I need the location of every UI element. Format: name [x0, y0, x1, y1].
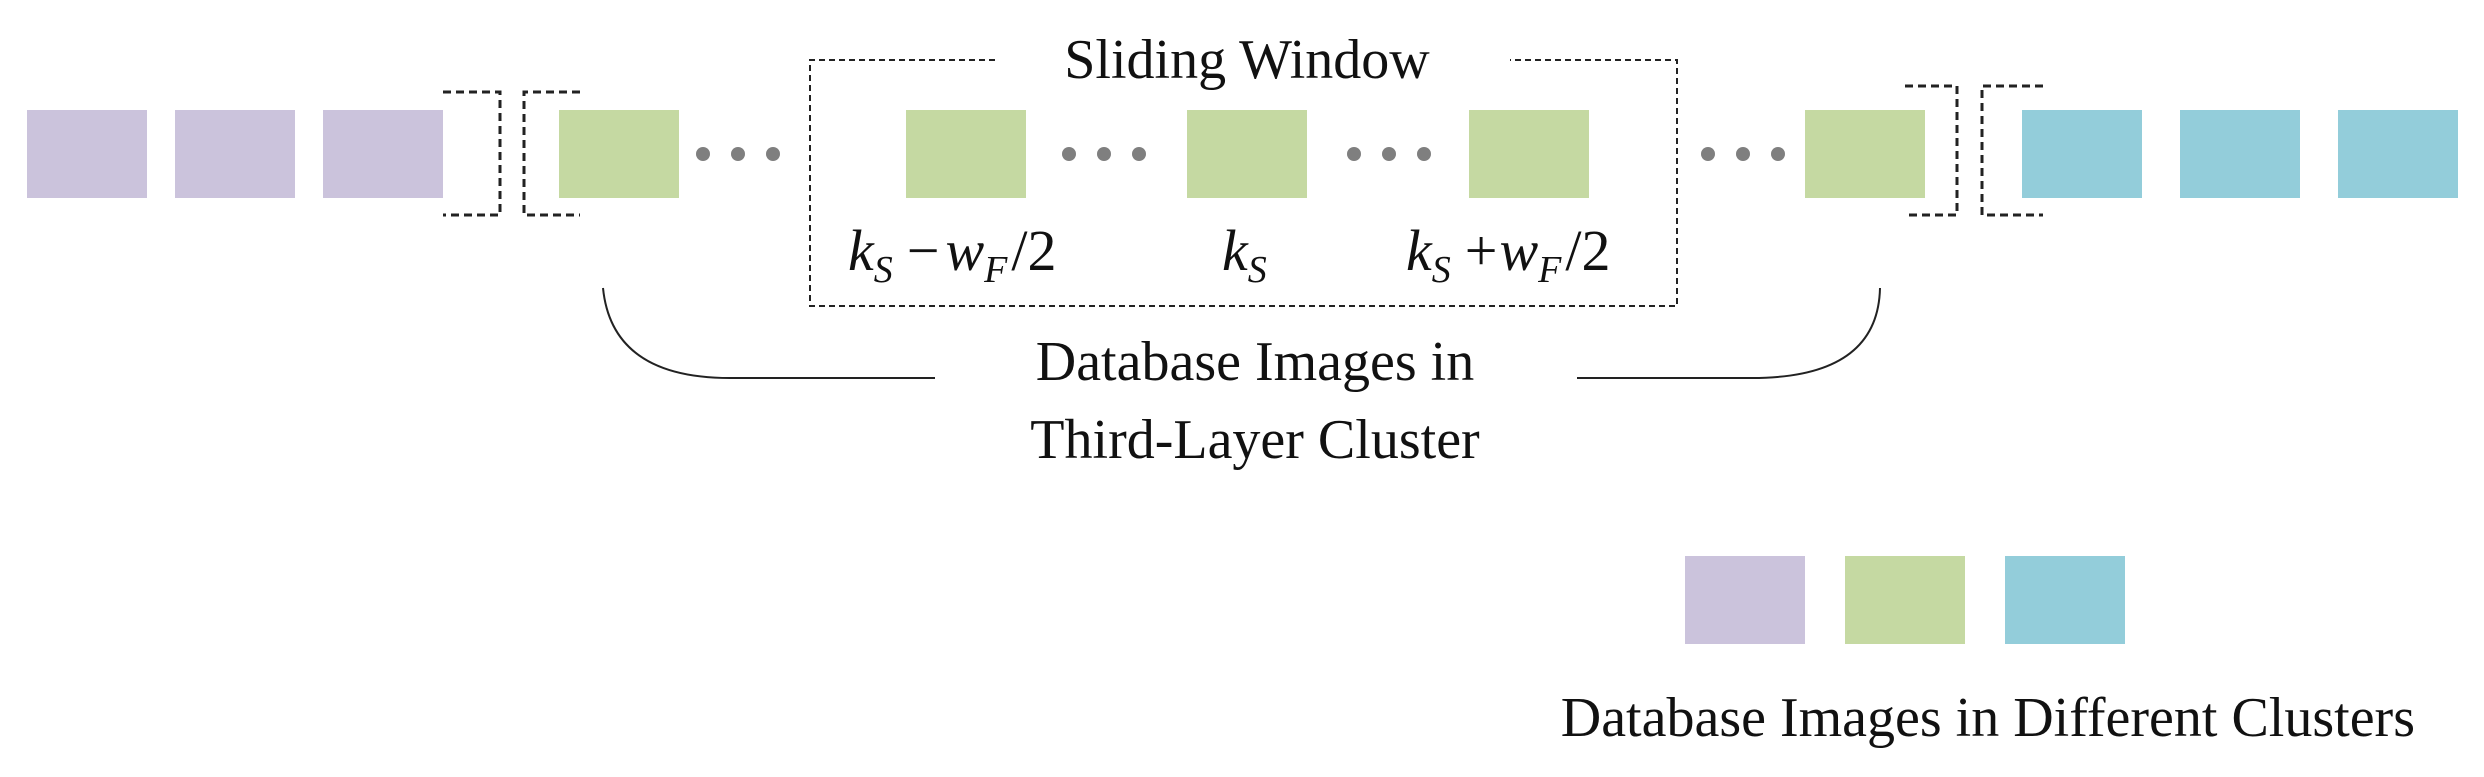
- left-cluster-boundary: [443, 90, 580, 217]
- green-cluster: [559, 110, 1925, 198]
- purple-cluster: [27, 110, 443, 198]
- legend-swatch-green: [1845, 556, 1965, 644]
- legend-swatch-blue: [2005, 556, 2125, 644]
- blue-frame-3: [2338, 110, 2458, 198]
- ellipsis-4: [1701, 147, 1785, 161]
- ellipsis-1: [696, 147, 780, 161]
- purple-frame-2: [175, 110, 295, 198]
- green-frame-window-end: [1469, 110, 1589, 198]
- label-window-end: kS+wF/2: [1406, 218, 1611, 291]
- sliding-window-title: Sliding Window: [1064, 29, 1430, 91]
- right-boundary-bracket-left: [1905, 84, 1959, 217]
- purple-frame-3: [323, 110, 443, 198]
- ellipsis-2: [1062, 147, 1146, 161]
- purple-frame-1: [27, 110, 147, 198]
- right-boundary-bracket-right: [1980, 84, 2043, 217]
- label-window-center: kS: [1222, 218, 1267, 291]
- left-boundary-bracket-left: [522, 90, 580, 217]
- left-boundary-bracket-right: [443, 90, 502, 217]
- cluster-label-line1: Database Images in: [1036, 331, 1474, 393]
- cluster-brace: [602, 287, 1881, 379]
- legend: Database Images in Different Clusters: [1561, 556, 2415, 749]
- legend-swatch-purple: [1685, 556, 1805, 644]
- blue-frame-1: [2022, 110, 2142, 198]
- legend-label: Database Images in Different Clusters: [1561, 687, 2415, 749]
- green-frame-window-start: [906, 110, 1026, 198]
- label-window-start: kS−wF/2: [848, 218, 1057, 291]
- blue-frame-2: [2180, 110, 2300, 198]
- right-cluster-boundary: [1905, 84, 2043, 217]
- blue-cluster: [2022, 110, 2458, 198]
- ellipsis-dots: [696, 147, 1785, 161]
- ellipsis-3: [1347, 147, 1431, 161]
- cluster-label-line2: Third-Layer Cluster: [1030, 409, 1480, 471]
- green-frame-first: [559, 110, 679, 198]
- sliding-window-box: [809, 59, 1678, 307]
- green-frame-last: [1805, 110, 1925, 198]
- green-frame-window-center: [1187, 110, 1307, 198]
